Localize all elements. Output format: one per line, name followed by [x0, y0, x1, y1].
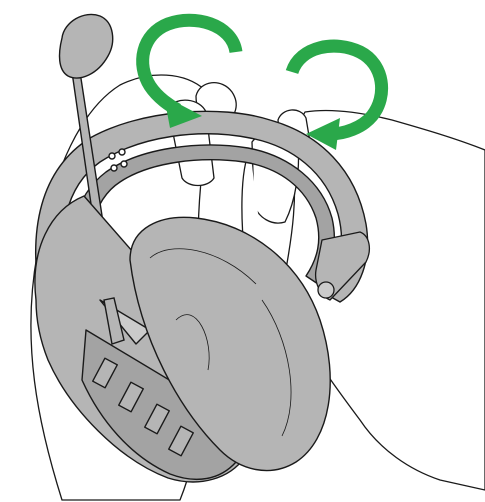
band-dot [111, 165, 117, 171]
band-dot [109, 153, 115, 159]
band-dot [121, 161, 127, 167]
band-dot [119, 149, 125, 155]
slider-button [318, 282, 334, 298]
mic-capsule [60, 14, 113, 78]
